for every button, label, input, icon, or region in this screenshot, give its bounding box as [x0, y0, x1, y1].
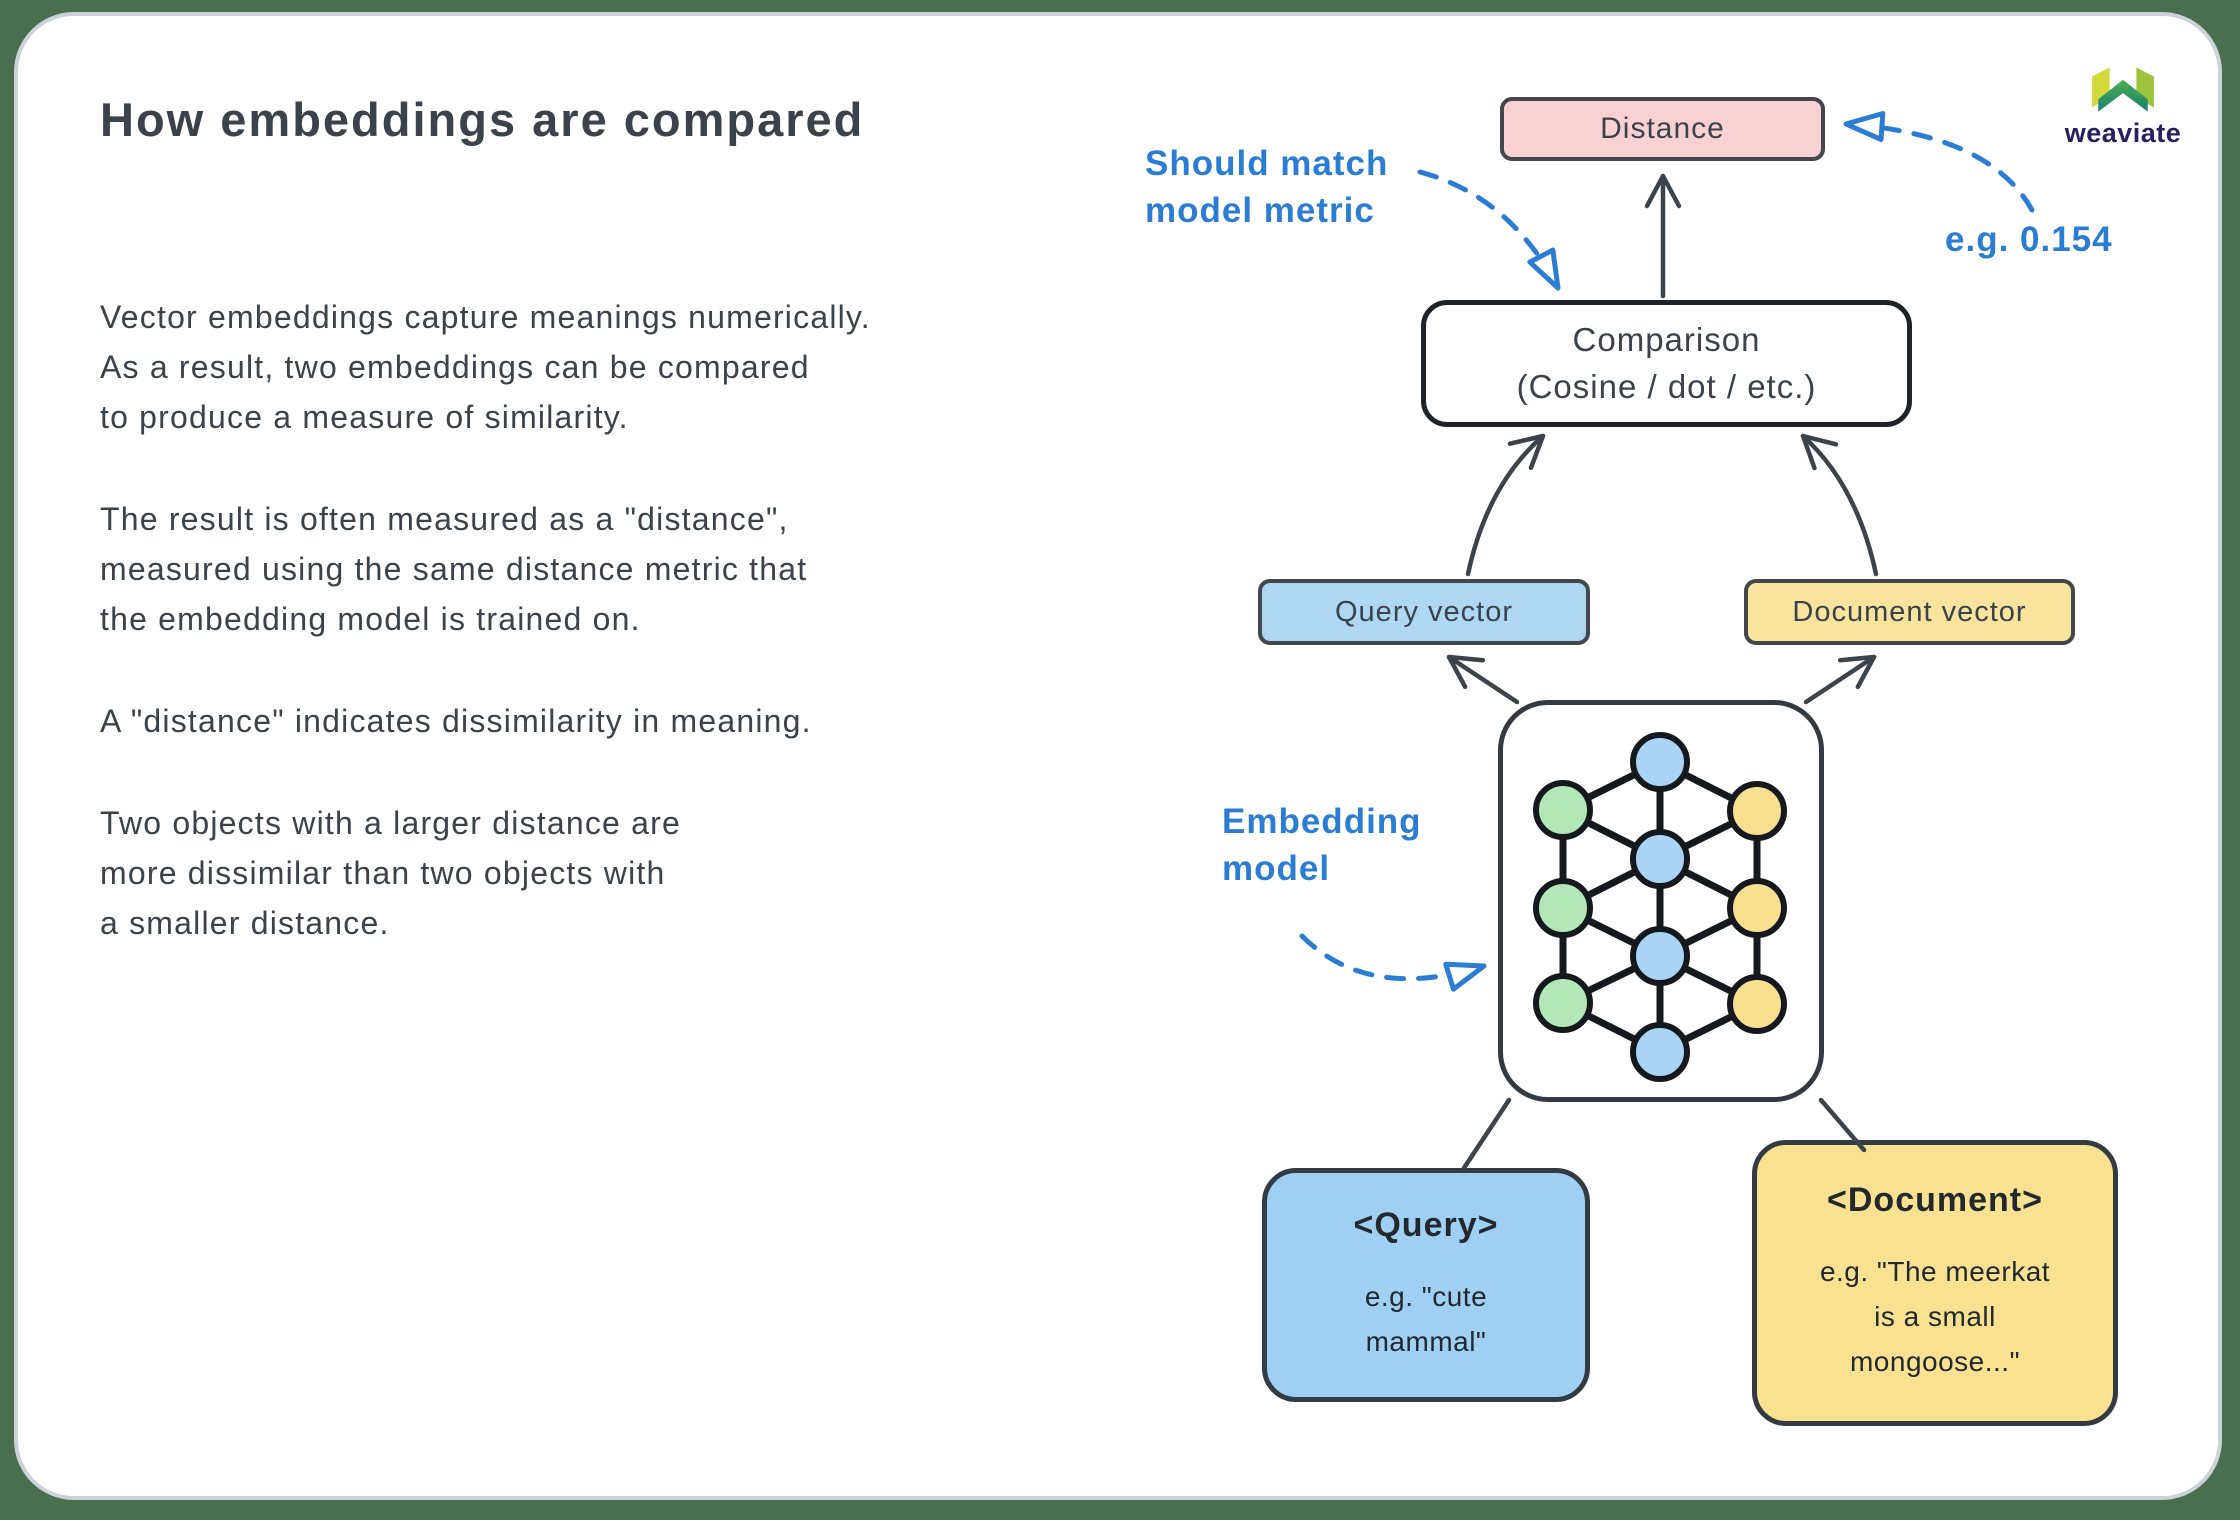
weaviate-logo: weaviate — [2063, 66, 2183, 149]
paragraph-4: Two objects with a larger distance are m… — [100, 805, 681, 941]
annotation-embedding-model: Embedding model — [1222, 802, 1422, 888]
annotation-example-value: e.g. 0.154 — [1945, 220, 2113, 259]
comparison-box-label: Comparison — [1572, 321, 1761, 359]
query-box-title: <Query> — [1353, 1205, 1499, 1244]
query-vector-label: Query vector — [1335, 595, 1513, 628]
comparison-box-sublabel: (Cosine / dot / etc.) — [1516, 367, 1817, 405]
query-vector-box: Query vector — [1258, 579, 1590, 645]
distance-box-label: Distance — [1600, 112, 1725, 145]
distance-box: Distance — [1500, 97, 1825, 161]
query-box-example: e.g. "cute mammal" — [1364, 1280, 1488, 1357]
weaviate-logo-text: weaviate — [2064, 118, 2182, 148]
paragraph-2: The result is often measured as a "dista… — [100, 501, 808, 637]
document-box: <Document> e.g. "The meerkat is a small … — [1752, 1140, 2118, 1426]
comparison-box: Comparison (Cosine / dot / etc.) — [1421, 300, 1912, 427]
embedding-model-box — [1498, 700, 1824, 1102]
query-box: <Query> e.g. "cute mammal" — [1262, 1168, 1590, 1402]
document-vector-label: Document vector — [1792, 595, 2027, 628]
page-title: How embeddings are compared — [100, 93, 865, 146]
paragraph-3: A "distance" indicates dissimilarity in … — [100, 703, 812, 739]
weaviate-logo-icon — [2092, 67, 2154, 112]
logo-center-chevron — [2098, 79, 2148, 112]
paragraph-1: Vector embeddings capture meanings numer… — [100, 299, 871, 435]
document-vector-box: Document vector — [1744, 579, 2075, 645]
annotation-should-match-model-metric: Should match model metric — [1145, 144, 1389, 230]
document-box-example: e.g. "The meerkat is a small mongoose...… — [1819, 1256, 2051, 1377]
document-box-title: <Document> — [1827, 1181, 2043, 1220]
body-text: Vector embeddings capture meanings numer… — [100, 292, 1100, 1000]
